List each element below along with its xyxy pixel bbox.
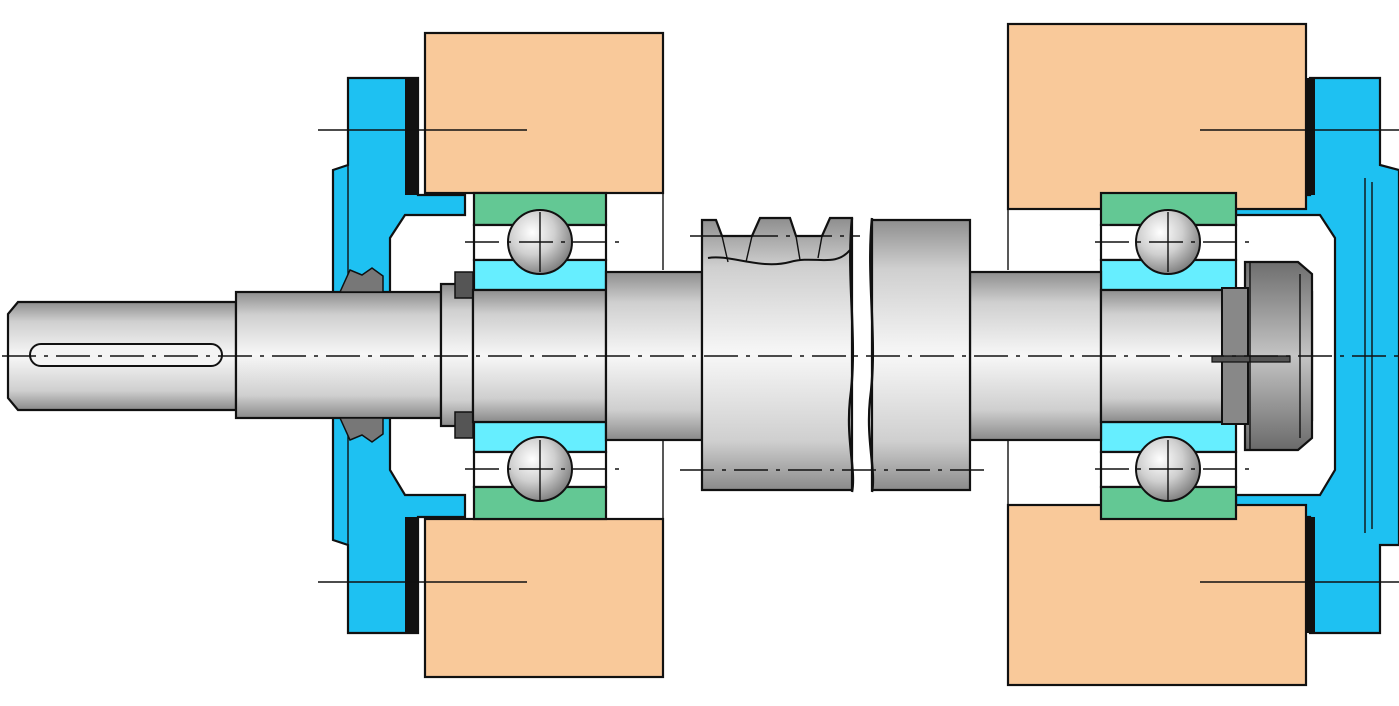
right-cover-seal-bottom <box>1305 517 1315 633</box>
left-ball-bearing <box>465 191 625 521</box>
spacer-ring <box>454 411 474 439</box>
lip-seal <box>338 267 384 443</box>
left-cover-seal-top <box>405 78 418 195</box>
gear <box>700 216 972 493</box>
left-cover-seal-bottom <box>405 517 418 633</box>
right-housing-bottom <box>1006 503 1308 687</box>
centerlines <box>2 129 1399 583</box>
left-housing-bottom <box>423 517 665 679</box>
spacer-ring <box>454 271 474 299</box>
left-housing-top <box>423 31 665 195</box>
keyway-slot <box>29 343 223 367</box>
lock-nut <box>1211 260 1314 452</box>
right-housing-top <box>1006 22 1308 211</box>
right-cover-seal-top <box>1305 78 1315 195</box>
